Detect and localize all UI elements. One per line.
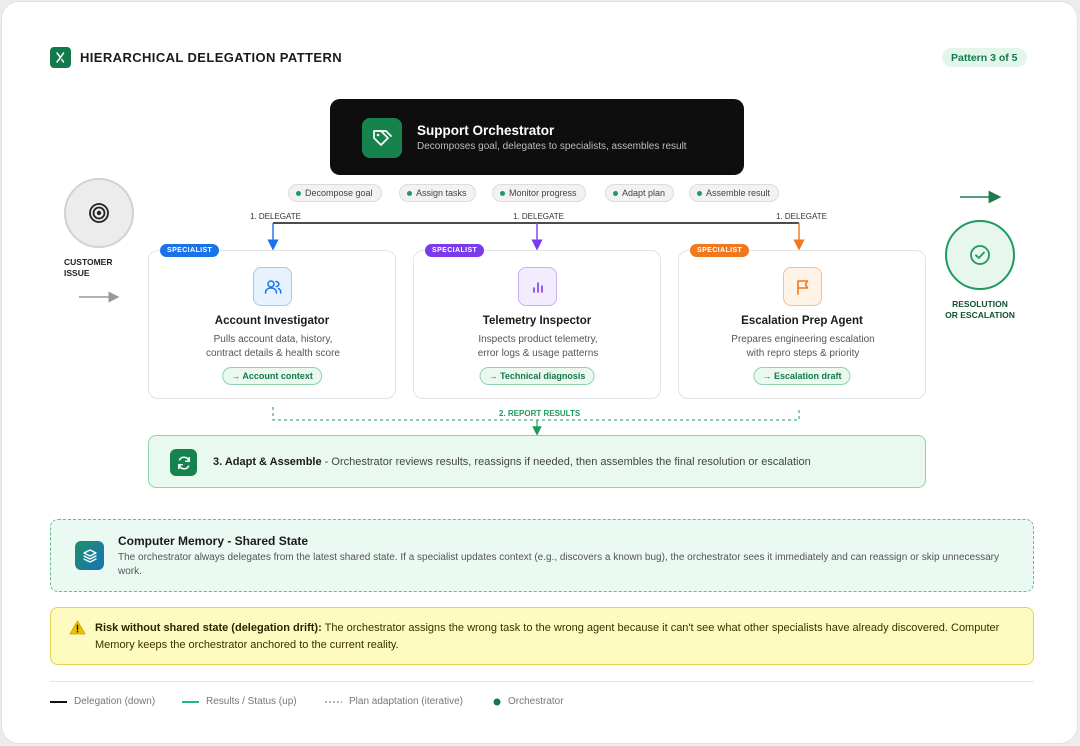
shared-state-box: Computer Memory - Shared State The orche… xyxy=(50,519,1034,592)
task-chip-monitor: Monitor progress xyxy=(492,184,586,202)
flag-icon xyxy=(783,267,822,306)
customer-issue-label: CUSTOMER ISSUE xyxy=(64,257,113,278)
specialist-output-badge: → Escalation draft xyxy=(753,367,851,385)
specialist-tag: SPECIALIST xyxy=(160,244,220,257)
risk-warning-box: Risk without shared state (delegation dr… xyxy=(50,607,1034,665)
specialist-tag: SPECIALIST xyxy=(425,244,485,257)
resolution-node xyxy=(945,220,1015,290)
target-icon xyxy=(89,203,109,223)
shared-state-title: Computer Memory - Shared State xyxy=(118,534,309,548)
shared-state-description: The orchestrator always delegates from t… xyxy=(118,552,999,577)
specialist-card-account: SPECIALIST Account Investigator Pulls ac… xyxy=(148,244,396,399)
specialist-title: Account Investigator xyxy=(214,315,330,327)
specialist-description: Pulls account data, history, contract de… xyxy=(206,334,340,359)
adapt-assemble-text: 3. Adapt & Assemble - Orchestrator revie… xyxy=(213,456,811,468)
pattern-badge: Pattern 3 of 5 xyxy=(942,48,1027,67)
legend-orchestrator: Orchestrator xyxy=(493,696,564,707)
users-icon xyxy=(253,267,292,306)
resolution-label: RESOLUTION OR ESCALATION xyxy=(945,299,1015,320)
status-dot xyxy=(697,190,702,196)
task-chip-adapt: Adapt plan xyxy=(605,184,675,202)
status-dot xyxy=(500,190,505,196)
orchestrator-subtitle: Decomposes goal, delegates to specialist… xyxy=(417,141,687,152)
legend-plan-adaptation: Plan adaptation (iterative) xyxy=(325,696,463,707)
delegate-label: 1. DELEGATE xyxy=(513,212,564,221)
report-results-label: 2. REPORT RESULTS xyxy=(499,409,581,418)
legend-delegation: Delegation (down) xyxy=(50,696,156,707)
legend-divider xyxy=(50,681,1034,682)
task-chip-decompose: Decompose goal xyxy=(288,184,382,202)
specialist-title: Telemetry Inspector xyxy=(482,315,592,327)
report-results-line xyxy=(272,407,800,421)
status-dot xyxy=(407,190,412,196)
orchestrator-title: Support Orchestrator xyxy=(417,123,555,138)
specialist-description: Inspects product telemetry, error logs &… xyxy=(477,334,599,359)
risk-warning-text: Risk without shared state (delegation dr… xyxy=(95,622,1000,651)
delegate-label: 1. DELEGATE xyxy=(250,212,301,221)
legend-results: Results / Status (up) xyxy=(182,696,297,707)
specialist-tag: SPECIALIST xyxy=(690,244,750,257)
status-dot xyxy=(613,190,618,196)
adapt-assemble-box: 3. Adapt & Assemble - Orchestrator revie… xyxy=(148,435,926,488)
specialist-card-escalation: SPECIALIST Escalation Prep Agent Prepare… xyxy=(678,244,926,399)
status-dot xyxy=(296,190,301,196)
customer-issue-node xyxy=(64,178,134,248)
page-title: HIERARCHICAL DELEGATION PATTERN xyxy=(80,50,343,65)
specialist-output-badge: → Technical diagnosis xyxy=(479,367,595,385)
task-chip-assemble: Assemble result xyxy=(689,184,780,202)
specialist-title: Escalation Prep Agent xyxy=(741,315,863,327)
refresh-icon xyxy=(170,449,197,476)
logo-icon xyxy=(50,47,71,68)
warning-icon xyxy=(69,620,86,640)
bar-chart-icon xyxy=(518,267,557,306)
specialist-card-telemetry: SPECIALIST Telemetry Inspector Inspects … xyxy=(413,244,661,399)
orchestrator-card: Support Orchestrator Decomposes goal, de… xyxy=(330,99,744,175)
task-chip-assign: Assign tasks xyxy=(399,184,476,202)
specialist-description: Prepares engineering escalation with rep… xyxy=(731,334,875,359)
delegate-label: 1. DELEGATE xyxy=(776,212,827,221)
layers-icon xyxy=(75,541,104,570)
tag-icon xyxy=(362,118,402,158)
check-circle-icon xyxy=(970,245,990,265)
specialist-output-badge: → Account context xyxy=(222,367,322,385)
